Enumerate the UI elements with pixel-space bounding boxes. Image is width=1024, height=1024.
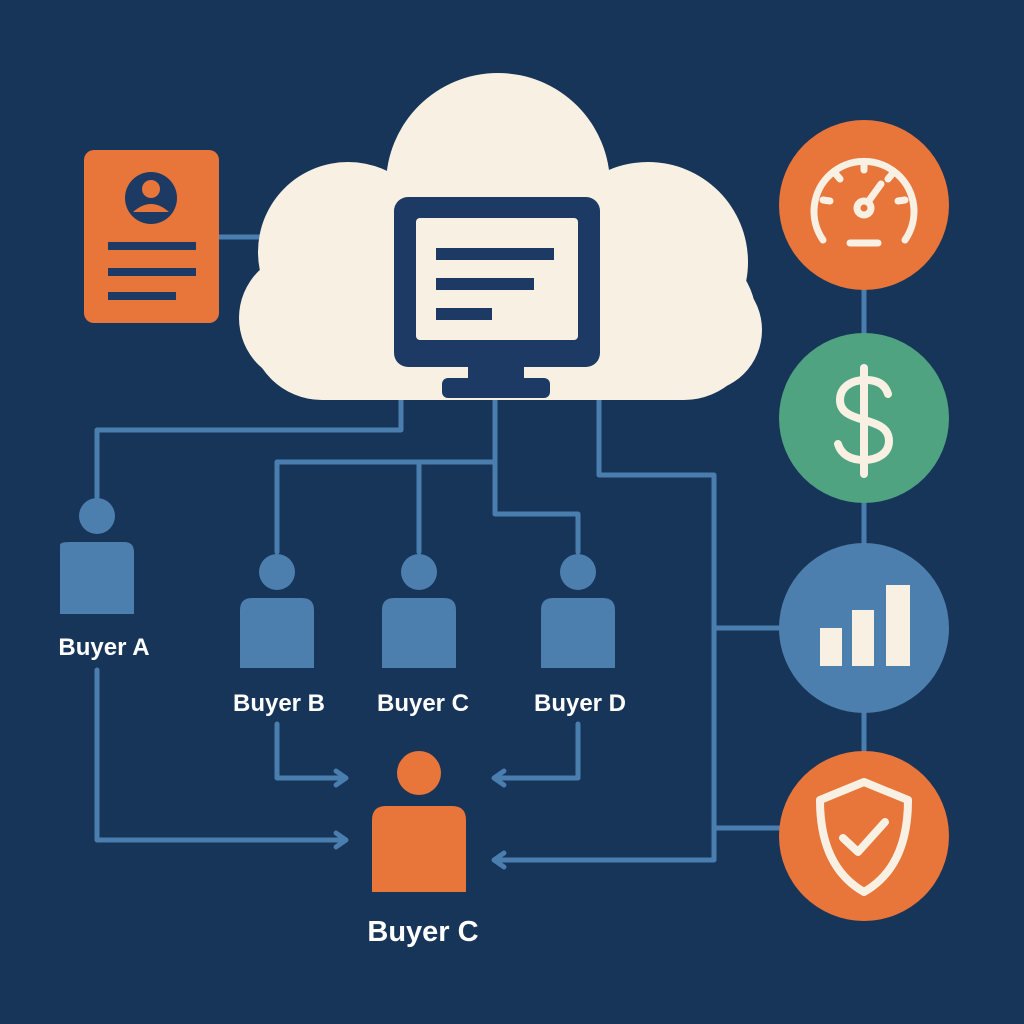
speedometer-icon xyxy=(810,157,918,247)
service-security xyxy=(779,751,949,921)
buyer-a: Buyer A xyxy=(58,498,150,661)
person-icon xyxy=(382,554,456,668)
arrowheads xyxy=(333,768,507,870)
arrowhead-b xyxy=(333,768,349,788)
document-monitor-icon xyxy=(394,197,600,398)
connector-buyer-d-selected xyxy=(494,721,581,781)
connector-cloud-buyer-d xyxy=(492,459,581,555)
buyer-selected: Buyer C xyxy=(367,751,479,948)
bar-chart-icon xyxy=(820,585,910,666)
buyer-selected-label: Buyer C xyxy=(367,916,478,948)
buyer-a-label: Buyer A xyxy=(58,634,149,661)
shield-check-icon xyxy=(816,778,912,896)
person-icon xyxy=(372,751,466,892)
service-analytics xyxy=(779,543,949,713)
connector-buyer-a-selected xyxy=(94,667,346,843)
person-icon xyxy=(240,554,314,668)
person-icon xyxy=(60,498,134,614)
arrowhead-d xyxy=(491,768,507,788)
connector-buyer-b-selected xyxy=(274,721,346,781)
buyer-c: Buyer C xyxy=(377,554,469,717)
service-speed xyxy=(779,120,949,290)
profile-card xyxy=(84,150,219,323)
service-money xyxy=(779,333,949,503)
connector-cloud-services xyxy=(494,397,717,863)
buyer-b-label: Buyer B xyxy=(233,690,325,717)
connector-cloud-buyer-a xyxy=(94,397,404,500)
connector-cloud-buyer-b xyxy=(274,459,498,555)
dollar-icon xyxy=(834,364,894,478)
buyer-d-label: Buyer D xyxy=(534,690,626,717)
arrowhead-a xyxy=(333,830,349,850)
person-icon xyxy=(541,554,615,668)
arrowhead-services xyxy=(491,850,507,870)
buyer-c-label: Buyer C xyxy=(377,690,469,717)
buyer-b: Buyer B xyxy=(233,554,325,717)
user-profile-card-icon xyxy=(108,172,196,300)
buyer-d: Buyer D xyxy=(534,554,626,717)
